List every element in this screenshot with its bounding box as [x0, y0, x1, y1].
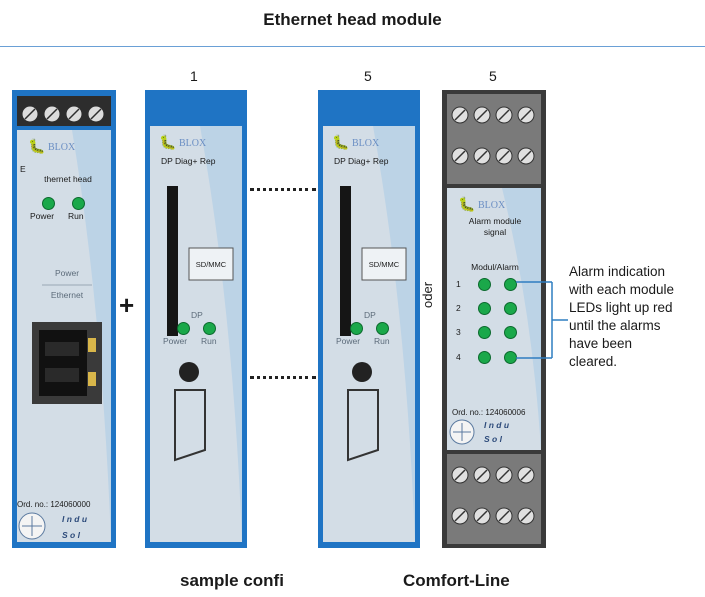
- module-name-line1: Alarm module: [468, 216, 522, 226]
- alarm-row-1-label: 1: [456, 279, 461, 289]
- power-led: [177, 322, 190, 335]
- alarm-column-header: Modul/Alarm: [471, 262, 519, 272]
- logo-text: BLOX: [179, 138, 207, 149]
- dp-label: DP: [364, 310, 376, 320]
- brand-line2: S o l: [484, 434, 502, 444]
- oder-label: oder: [420, 281, 435, 308]
- alarm-led-2b: [504, 302, 517, 315]
- order-number: Ord. no.: 124060006: [452, 408, 526, 417]
- logo-text: BLOX: [352, 138, 380, 149]
- run-led: [203, 322, 216, 335]
- alarm-row-3-label: 3: [456, 327, 461, 337]
- ethernet-head-module-body: [12, 90, 116, 548]
- logo-icon: 🐛: [332, 134, 350, 150]
- logo-icon: 🐛: [458, 196, 476, 212]
- title-divider: [0, 46, 705, 47]
- module-name-line1: E: [20, 164, 26, 174]
- power-led: [42, 197, 55, 210]
- run-led-label: Run: [68, 211, 84, 221]
- logo-text: BLOX: [48, 142, 76, 153]
- alarm-callout-text: Alarm indication with each module LEDs l…: [569, 263, 705, 371]
- dp-diag-module-5-body: [318, 90, 420, 548]
- run-led: [376, 322, 389, 335]
- alarm-led-4a: [478, 351, 491, 364]
- run-led-label: Run: [201, 336, 217, 346]
- port-label-ethernet: Ethernet: [50, 290, 84, 300]
- power-led-label: Power: [30, 211, 55, 221]
- dp-diag-module-1: 🐛 BLOX DP Diag+ Rep SD/MMC DP Power Run: [145, 90, 247, 548]
- power-led: [350, 322, 363, 335]
- slot-number-5-alarm: 5: [489, 68, 497, 84]
- order-number: Ord. no.: 124060000: [17, 500, 91, 509]
- callout-bracket: [516, 281, 568, 359]
- alarm-module: 🐛 BLOX Alarm module signal Modul/Alarm 1…: [442, 90, 546, 548]
- callout-line: cleared.: [569, 354, 618, 369]
- card-slot-label: SD/MMC: [368, 260, 400, 269]
- slot-number-1: 1: [190, 68, 198, 84]
- brand-line1: I n d u: [62, 514, 88, 524]
- page-title: Ethernet head module: [263, 10, 442, 29]
- logo-text: BLOX: [478, 200, 506, 211]
- alarm-led-2a: [478, 302, 491, 315]
- alarm-led-1b: [504, 278, 517, 291]
- brand-line2: S o l: [62, 530, 80, 540]
- logo-icon: 🐛: [159, 134, 177, 150]
- dp-diag-module-5: 🐛 BLOX DP Diag+ Rep SD/MMC DP Power Run: [318, 90, 420, 548]
- power-led-label: Power: [336, 336, 361, 346]
- alarm-row-4-label: 4: [456, 352, 461, 362]
- logo-icon: 🐛: [28, 138, 46, 154]
- ethernet-head-module: 🐛 BLOX E thernet head Power Run Power Et…: [12, 90, 116, 548]
- dp-diag-module-1-body: [145, 90, 247, 548]
- callout-line: until the alarms: [569, 318, 661, 333]
- callout-line: LEDs light up red: [569, 300, 673, 315]
- power-led-label: Power: [163, 336, 188, 346]
- run-led-label: Run: [374, 336, 390, 346]
- callout-line: with each module: [569, 282, 675, 297]
- alarm-row-2-label: 2: [456, 303, 461, 313]
- module-name-line2: thernet head: [44, 174, 92, 184]
- card-slot-label: SD/MMC: [195, 260, 227, 269]
- slot-number-5: 5: [364, 68, 372, 84]
- alarm-led-3a: [478, 326, 491, 339]
- brand-line1: I n d u: [484, 420, 510, 430]
- module-name: DP Diag+ Rep: [334, 156, 389, 166]
- plus-sign: +: [119, 290, 135, 320]
- bottom-label-comfort-line: Comfort-Line: [403, 571, 510, 590]
- alarm-module-body: [442, 90, 546, 548]
- module-name-line2: signal: [483, 227, 507, 237]
- bottom-label-sample: sample confi: [180, 571, 284, 590]
- callout-line: have been: [569, 336, 633, 351]
- callout-line: Alarm indication: [569, 264, 666, 279]
- alarm-led-3b: [504, 326, 517, 339]
- port-label-power: Power: [54, 268, 80, 278]
- dp-label: DP: [191, 310, 203, 320]
- connector-dots-bottom: [250, 376, 316, 379]
- module-name: DP Diag+ Rep: [161, 156, 216, 166]
- alarm-led-1a: [478, 278, 491, 291]
- run-led: [72, 197, 85, 210]
- connector-dots-top: [250, 188, 316, 191]
